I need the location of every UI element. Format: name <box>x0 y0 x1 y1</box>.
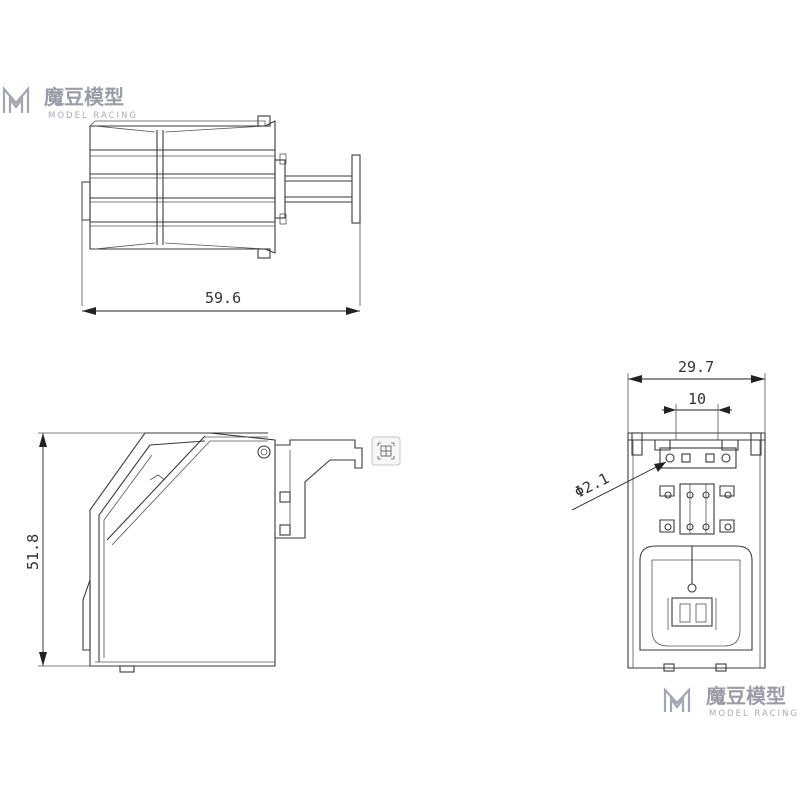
grid-scan-button[interactable] <box>371 436 401 466</box>
dimension-width-total-label: 59.6 <box>205 289 241 307</box>
logo-brand-cn: 魔豆模型 <box>706 684 786 708</box>
dimension-width-total: 59.6 <box>82 289 360 315</box>
grid-scan-icon <box>377 442 395 460</box>
dimension-pin-spacing: 10 <box>662 390 732 440</box>
watermark-logo-bottom: 魔豆模型 MODEL RACING <box>663 684 799 719</box>
dimension-width-front: 29.7 <box>627 358 766 433</box>
dimension-height-total-label: 51.8 <box>24 534 42 570</box>
dimension-width-front-label: 29.7 <box>678 358 714 376</box>
dimension-hole-diameter: Φ2.1 <box>572 461 667 511</box>
dimension-pin-spacing-label: 10 <box>688 390 706 408</box>
top-view <box>81 115 361 306</box>
logo-mark-icon <box>2 86 30 113</box>
logo-brand-en: MODEL RACING <box>709 709 799 719</box>
watermark-logo-top: 魔豆模型 MODEL RACING <box>2 85 138 121</box>
logo-brand-en: MODEL RACING <box>48 111 138 121</box>
logo-brand-cn: 魔豆模型 <box>44 85 124 109</box>
front-view <box>627 432 766 672</box>
dimension-height-total: 51.8 <box>24 432 145 667</box>
side-view <box>82 432 363 673</box>
logo-mark-icon <box>663 687 691 712</box>
dimension-hole-diameter-label: Φ2.1 <box>572 469 612 501</box>
